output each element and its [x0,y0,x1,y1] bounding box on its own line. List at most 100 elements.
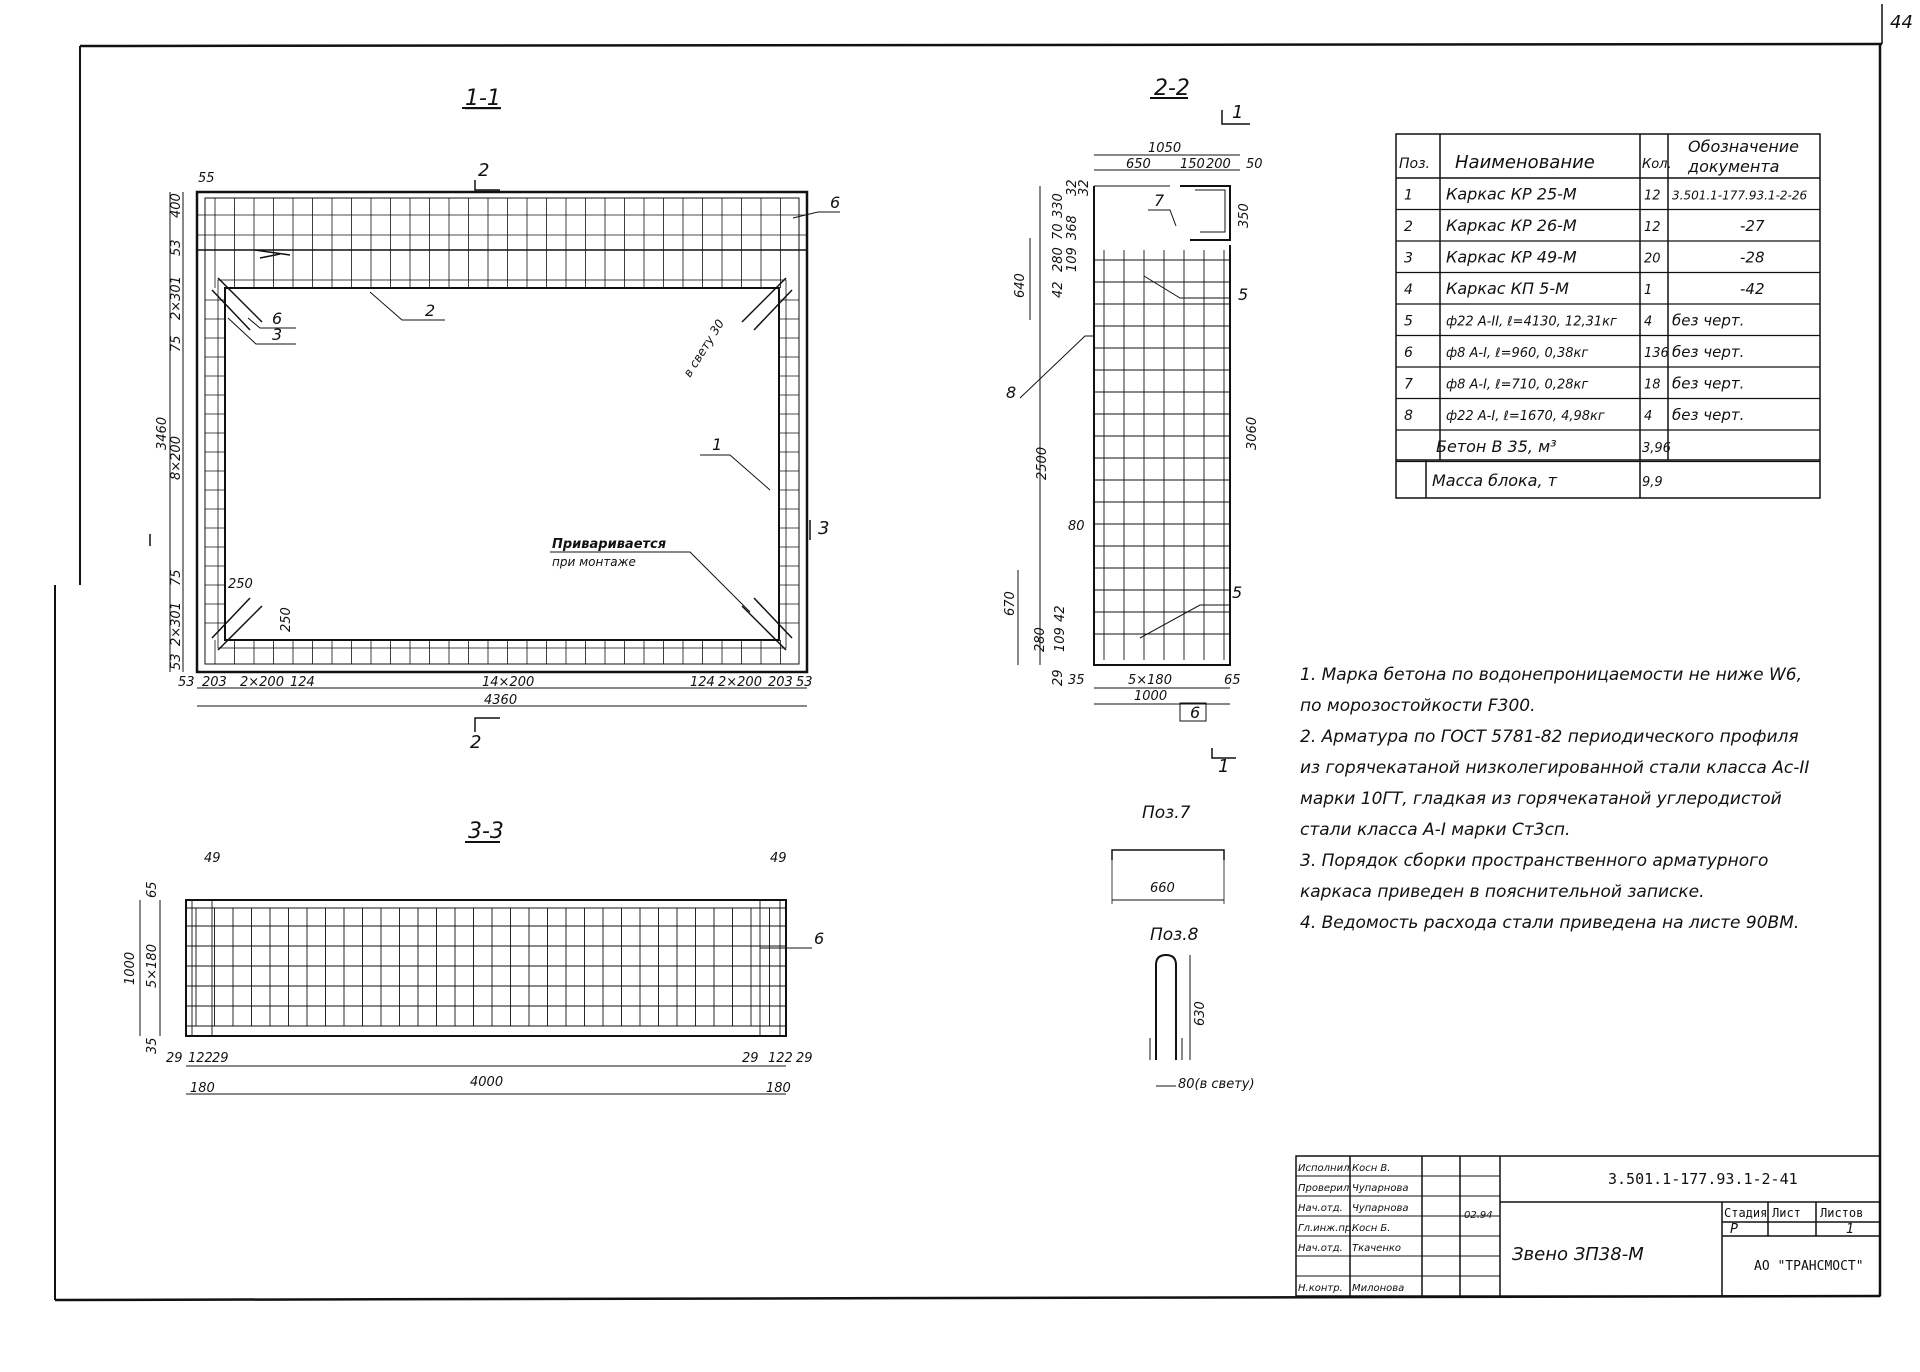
spec-cell-r3-c2: Каркас КР 49-М [1446,248,1577,267]
dim-bot-14x200: 14×200 [482,675,534,690]
dim-42-top: 42 [1051,281,1066,298]
callout-5-top: 5 [1238,285,1248,304]
spec-cell-r6-c3: 136 [1644,346,1669,361]
spec-cell-r8-c3: 4 [1644,409,1652,424]
callout-8: 8 [1006,383,1016,402]
note-weld: Приваривается [552,537,666,552]
dim-bot-124a: 124 [290,675,315,690]
dim-3-3-29b: 29 [212,1051,229,1066]
callout-3: 3 [272,325,282,344]
dim-2500: 2500 [1035,447,1050,480]
spec-cell-r6-c1: 6 [1404,345,1413,361]
spec-cell-r8-c4: без черт. [1672,406,1744,424]
section-1-1-title: 1-1 [465,86,501,111]
spec-cell-r7-c4: без черт. [1672,375,1744,393]
tb-sig-r7-c2: Милонова [1352,1283,1404,1294]
dim-bot-2x200a: 2×200 [240,675,284,690]
spec-cell-r7-c2: ф8 А-I, ℓ=710, 0,28кг [1446,378,1588,393]
spec-cell-r2-c2: Каркас КР 26-М [1446,216,1577,235]
spec-cell-r1-c4: 3.501.1-177.93.1-2-26 [1672,189,1808,203]
dim-bot-53a: 53 [178,675,195,690]
spec-cell-r4-c3: 1 [1644,283,1652,298]
dim-55: 55 [198,171,215,186]
note-line-8: каркаса приведен в пояснительной записке… [1300,882,1705,902]
dim-3-3-29d: 29 [796,1051,813,1066]
dim-1000: 1000 [1134,689,1167,704]
dim-3-3-180b: 180 [766,1081,791,1096]
section-3-3-title: 3-3 [468,819,504,844]
callout-6: 6 [272,309,282,328]
note-weld-2: при монтаже [552,555,636,569]
dim-bot-203b: 203 [768,675,793,690]
dim-left-75b: 75 [169,569,184,586]
dim-corner-250a: 250 [228,577,253,592]
tb-sig-r3-c1: Нач.отд. [1298,1203,1343,1214]
tb-element-name: Звено ЗП38-М [1512,1244,1644,1265]
note-line-9: 4. Ведомость расхода стали приведена на … [1300,913,1800,933]
rebar-mesh-3-3 [186,900,786,1036]
tb-organization: АО "ТРАНСМОСТ" [1754,1259,1864,1274]
callout-6-3-3: 6 [814,929,824,948]
dim-368: 368 [1065,215,1080,240]
spec-header-name: Наименование [1455,152,1595,173]
note-line-2: по морозостойкости F300. [1300,696,1536,716]
page-number: 44 [1890,12,1913,33]
cut-mark-1-top: 1 [1232,102,1243,123]
tb-stage-header: Стадия [1724,1206,1767,1220]
spec-mass-value: 9,9 [1642,475,1663,490]
pos8-dim-80: 80(в свету) [1178,1077,1255,1092]
spec-header-doc-1: Обозначение [1688,137,1799,156]
spec-cell-r2-c4: -27 [1740,217,1765,235]
dim-70: 70 [1051,223,1066,240]
dim-bot-2x200b: 2×200 [718,675,762,690]
spec-cell-r8-c1: 8 [1404,408,1413,424]
spec-cell-r2-c1: 2 [1404,219,1413,235]
note-line-1: 1. Марка бетона по водонепроницаемости н… [1300,665,1803,685]
pos8-dim-630: 630 [1193,1001,1208,1026]
cut-mark-2-top: 2 [478,160,489,181]
spec-cell-r6-c4: без черт. [1672,343,1744,361]
callout-5-bottom: 5 [1232,583,1242,602]
dim-109-bot: 109 [1053,627,1068,652]
dim-35-bot: 35 [1068,673,1085,688]
spec-concrete-value: 3,96 [1642,441,1671,456]
cut-mark-1-bottom: 1 [1218,756,1229,777]
dim-280-top: 280 [1051,247,1066,272]
dim-left-53a: 53 [169,239,184,256]
dim-650: 650 [1126,157,1151,172]
spec-header-qty: Кол. [1642,157,1672,172]
dim-left-75a: 75 [169,335,184,352]
spec-cell-r7-c1: 7 [1404,377,1413,393]
spec-cell-r1-c1: 1 [1404,188,1413,204]
note-line-4: из горячекатаной низколегированной стали… [1300,758,1810,778]
dim-3060: 3060 [1245,417,1260,450]
dim-3-3-49a: 49 [204,851,221,866]
tb-sig-r5-c1: Нач.отд. [1298,1243,1343,1254]
note-line-3: 2. Арматура по ГОСТ 5781-82 периодическо… [1300,727,1799,747]
note-line-5: марки 10ГТ, гладкая из горячекатаной угл… [1300,789,1782,809]
dim-3-3-5x180: 5×180 [145,944,160,988]
tb-sig-r4-c2: Косн Б. [1352,1223,1390,1234]
dim-bot-53b: 53 [796,675,813,690]
dim-330: 330 [1051,193,1066,218]
section-1-1: 1-1 6 2 6 [149,86,840,753]
spec-concrete-label: Бетон В 35, м³ [1436,437,1557,456]
tb-sheets-count: 1 [1846,1222,1854,1237]
dim-42-bot: 42 [1053,605,1068,622]
dim-32-top: 32 [1065,179,1080,196]
specification-table: Поз. Наименование Кол. Обозначение докум… [1395,133,1821,499]
dim-200: 200 [1206,157,1231,172]
cut-mark-2-bottom: 2 [470,732,481,753]
pos8-title: Поз.8 [1150,925,1199,945]
tb-sig-r5-c2: Ткаченко [1352,1243,1401,1254]
dim-left-3460: 3460 [155,417,170,450]
dim-1050: 1050 [1148,141,1181,156]
spec-cell-r5-c1: 5 [1404,314,1413,330]
dim-29-bot: 29 [1051,669,1066,686]
callout-2: 2 [425,301,435,320]
spec-cell-r3-c3: 20 [1644,252,1661,267]
dim-640: 640 [1013,273,1028,298]
dim-left-2x301b: 2×301 [169,602,184,646]
spec-cell-r3-c1: 3 [1404,251,1413,267]
